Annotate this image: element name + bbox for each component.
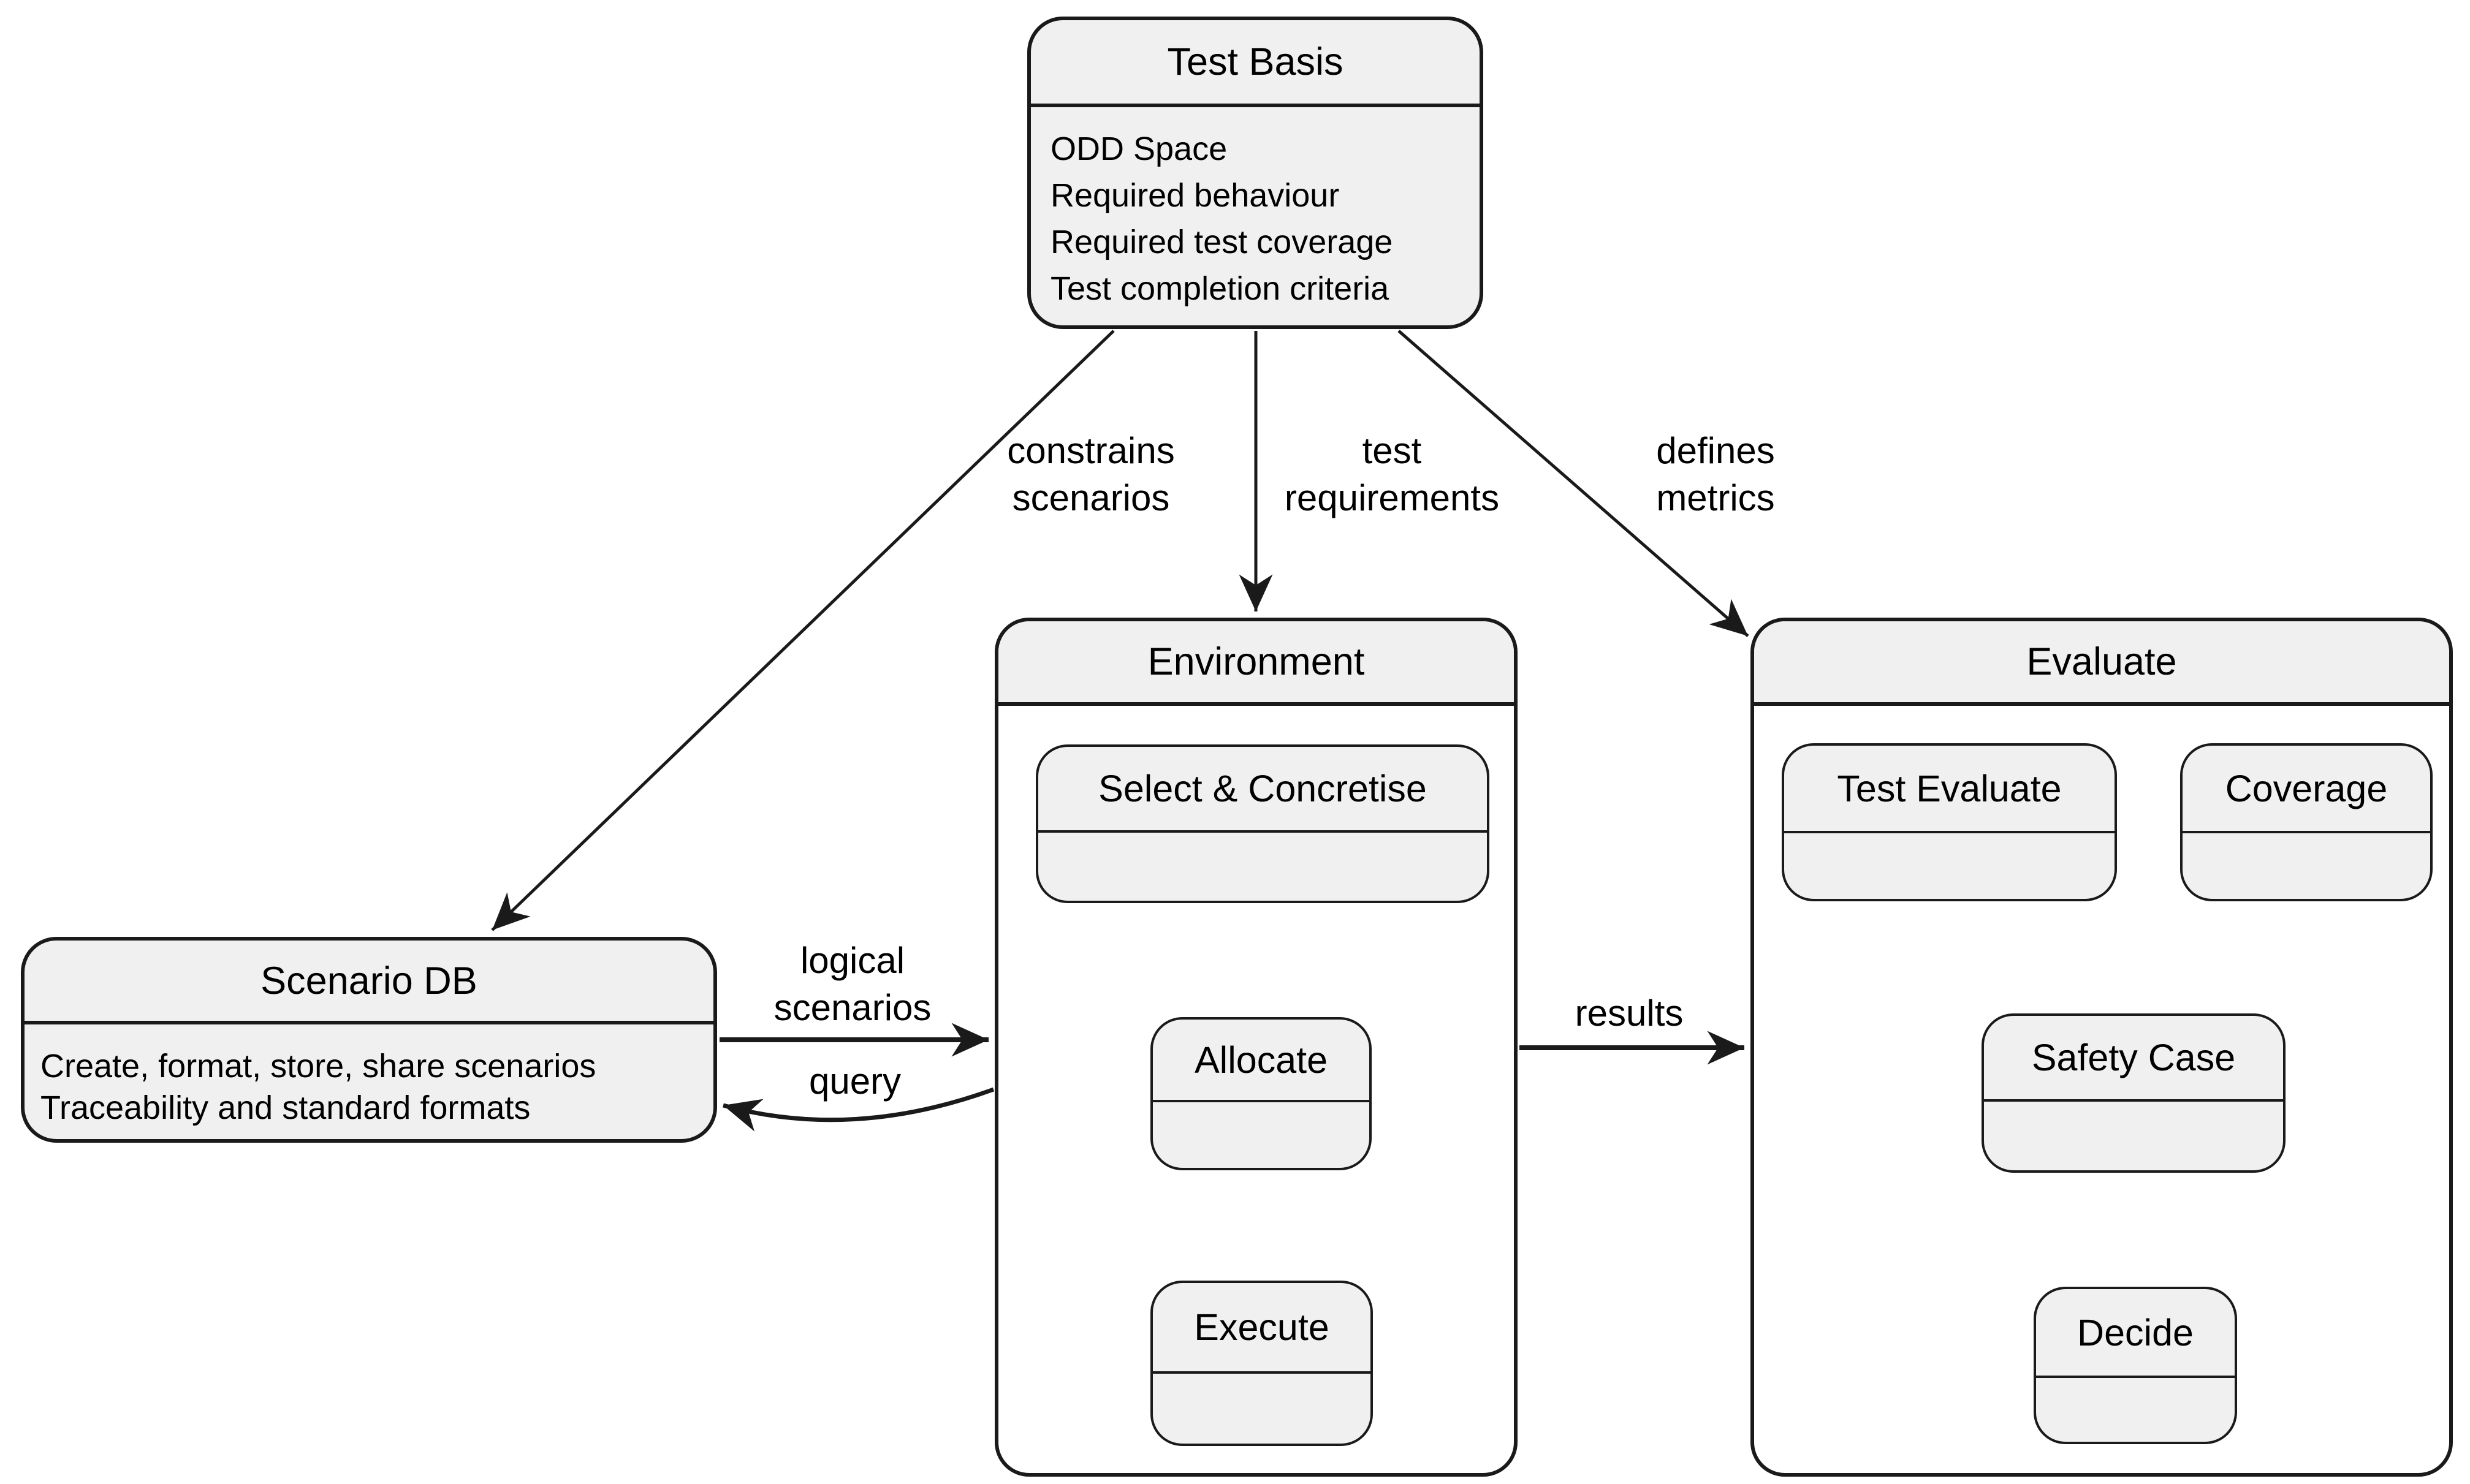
edge-label-test-requirements: test requirements — [1285, 427, 1499, 521]
node-select-concretise-title: Select & Concretise — [1038, 747, 1487, 833]
node-safety-case-compartment — [1984, 1102, 2283, 1170]
node-coverage-title: Coverage — [2183, 746, 2430, 833]
edge-label-results: results — [1575, 990, 1684, 1037]
edge-label-line: test — [1362, 430, 1422, 471]
node-execute: Execute — [1150, 1281, 1373, 1446]
edge-label-line: requirements — [1284, 477, 1500, 518]
edge-label-logical-scenarios: logical scenarios — [774, 937, 932, 1031]
text-line: Traceability and standard formats — [40, 1089, 531, 1126]
node-safety-case-title: Safety Case — [1984, 1016, 2283, 1102]
node-scenario-db-title: Scenario DB — [25, 941, 713, 1024]
node-decide-compartment — [2036, 1378, 2235, 1442]
text-line: Required test coverage — [1051, 224, 1393, 260]
edge-label-constrains-scenarios: constrains scenarios — [1007, 427, 1174, 521]
node-decide-title: Decide — [2036, 1289, 2235, 1378]
text-line: ODD Space — [1051, 131, 1228, 167]
node-test-evaluate: Test Evaluate — [1782, 743, 2117, 901]
edge-label-line: logical — [800, 940, 905, 981]
edge-label-defines-metrics: defines metrics — [1656, 427, 1774, 521]
text-line: Create, format, store, share scenarios — [40, 1048, 596, 1085]
edge-label-line: defines — [1656, 430, 1775, 471]
node-execute-compartment — [1153, 1374, 1370, 1444]
edge-label-query: query — [809, 1058, 901, 1105]
node-test-basis-title: Test Basis — [1031, 20, 1480, 107]
edge-label-line: results — [1575, 993, 1684, 1034]
node-test-evaluate-compartment — [1784, 833, 2115, 899]
node-safety-case: Safety Case — [1982, 1013, 2286, 1173]
edge-label-line: scenarios — [773, 987, 932, 1028]
node-scenario-db: Scenario DB Create, format, store, share… — [21, 937, 717, 1143]
node-allocate: Allocate — [1150, 1017, 1372, 1170]
node-test-basis: Test Basis ODD Space Required behaviour … — [1027, 17, 1483, 329]
edge-label-line: scenarios — [1012, 477, 1170, 518]
node-select-concretise-compartment — [1038, 833, 1487, 901]
container-environment-title: Environment — [998, 621, 1514, 706]
text-line: Required behaviour — [1051, 177, 1340, 214]
node-test-basis-body: ODD Space Required behaviour Required te… — [1031, 107, 1480, 330]
node-allocate-compartment — [1153, 1102, 1369, 1168]
edge-label-line: constrains — [1007, 430, 1175, 471]
node-coverage-compartment — [2183, 833, 2430, 899]
node-coverage: Coverage — [2180, 743, 2433, 901]
node-allocate-title: Allocate — [1153, 1020, 1369, 1102]
edge-label-line: metrics — [1656, 477, 1775, 518]
node-select-concretise: Select & Concretise — [1036, 744, 1489, 903]
text-line: Test completion criteria — [1051, 270, 1389, 307]
node-test-evaluate-title: Test Evaluate — [1784, 746, 2115, 833]
container-evaluate-title: Evaluate — [1754, 621, 2449, 706]
node-scenario-db-body: Create, format, store, share scenarios T… — [25, 1024, 713, 1149]
node-decide: Decide — [2034, 1287, 2237, 1444]
node-execute-title: Execute — [1153, 1283, 1370, 1374]
edge-label-line: query — [808, 1061, 902, 1102]
